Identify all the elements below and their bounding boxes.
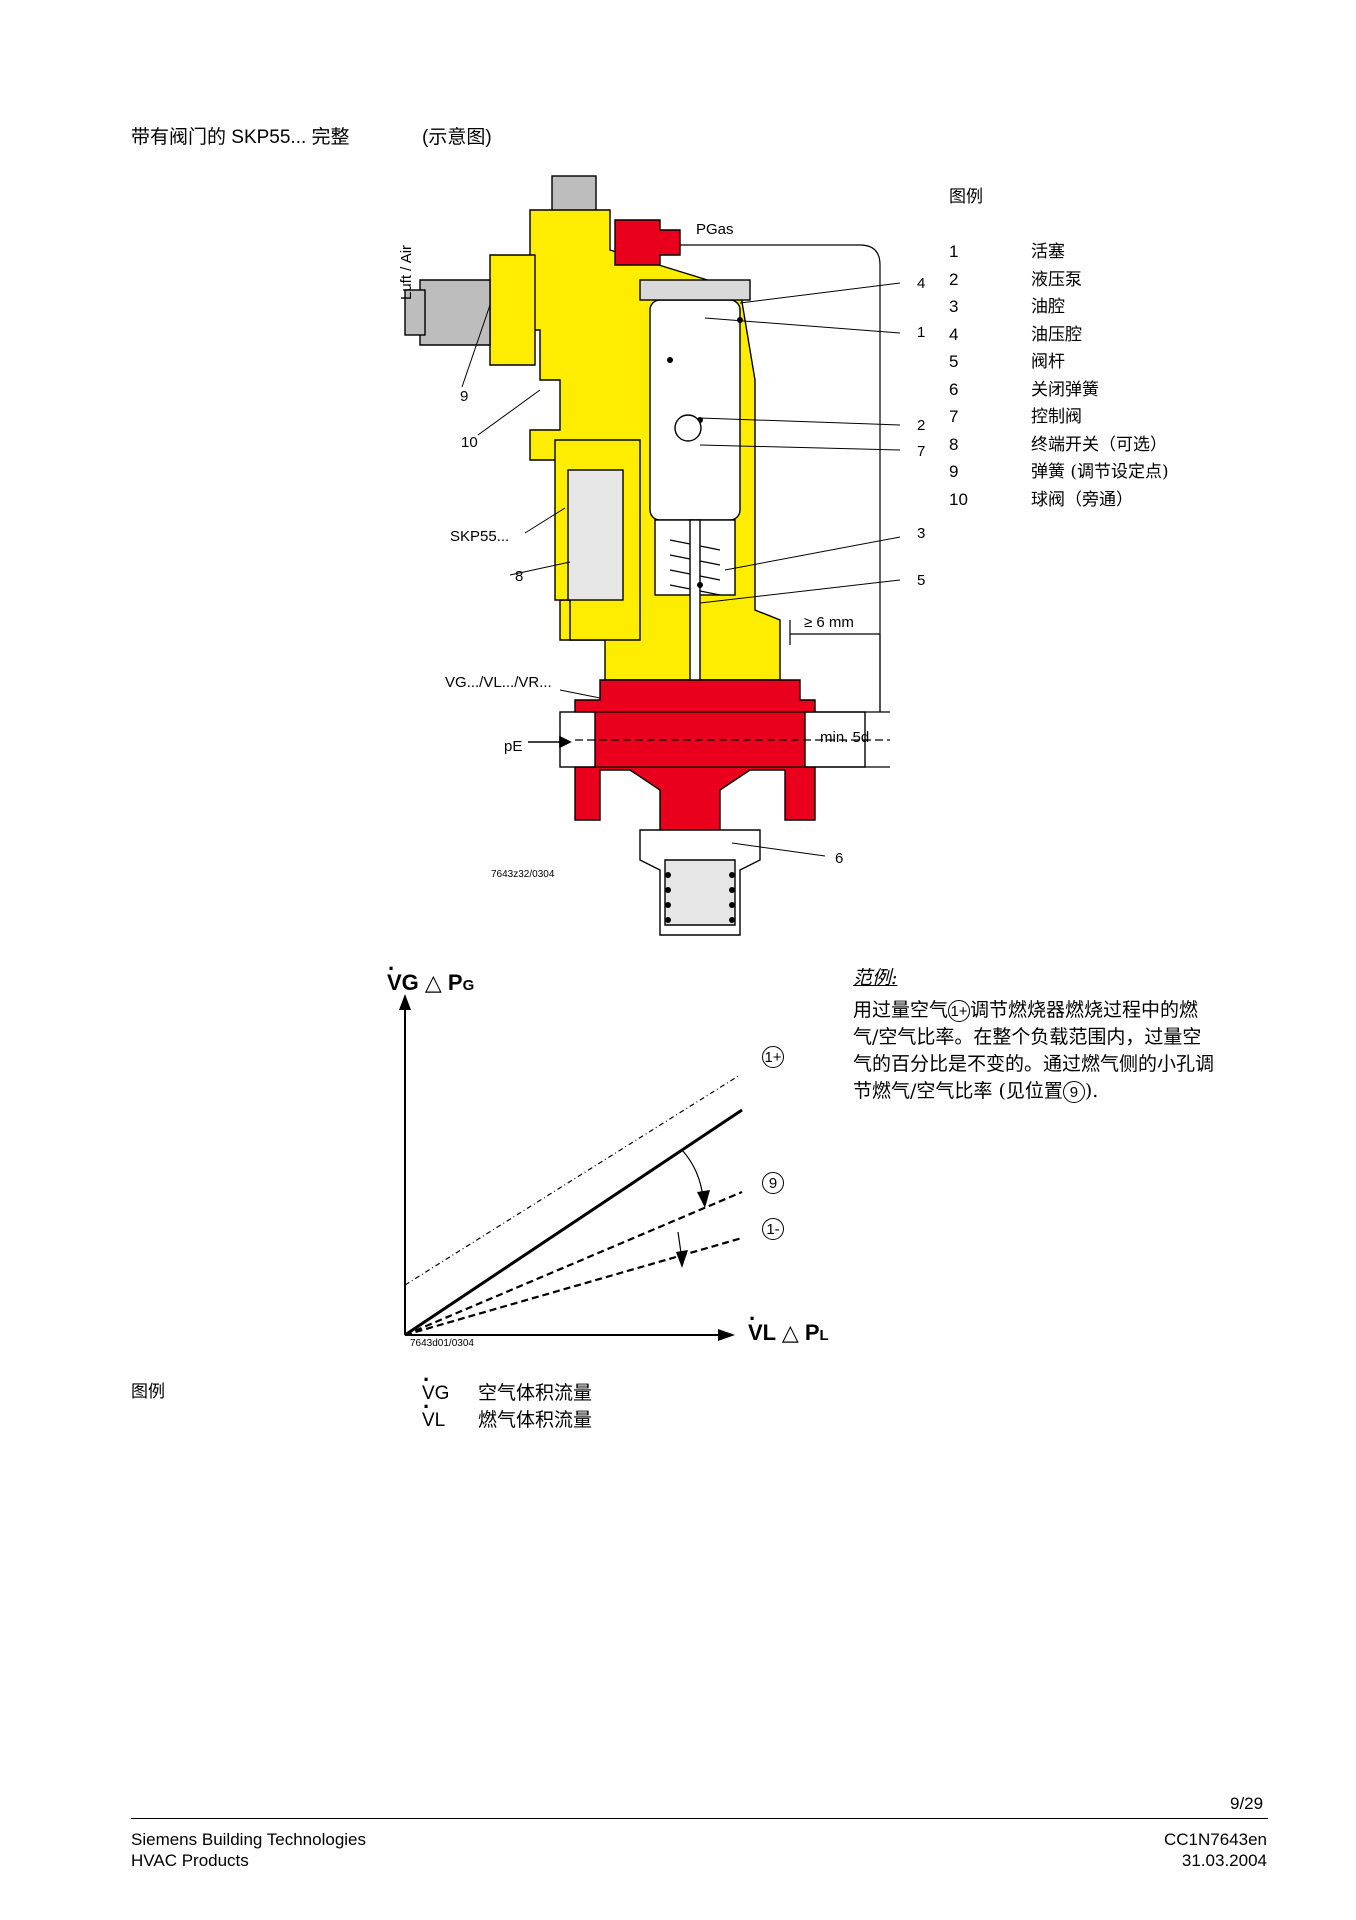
ratio-graph	[399, 994, 743, 1341]
legend-title: 图例	[949, 187, 983, 207]
page-number: 9/29	[1230, 1794, 1264, 1813]
callout-7: 7	[917, 443, 926, 460]
callout-3: 3	[917, 525, 926, 542]
callout-9: 9	[460, 388, 469, 405]
footer-company: Siemens Building Technologies	[131, 1830, 367, 1849]
footer-division: HVAC Products	[131, 1851, 249, 1870]
x-axis-label: VL △ PL	[748, 1306, 829, 1346]
curve-label-9: 9	[762, 1172, 784, 1194]
footer-left: Siemens Building Technologies HVAC Produ…	[131, 1829, 366, 1871]
callout-5: 5	[917, 572, 926, 589]
inline-circle-1plus: 1+	[948, 1000, 971, 1022]
callout-4: 4	[917, 275, 926, 292]
pe-label: pE	[504, 738, 523, 755]
callout-10: 10	[461, 434, 478, 451]
min-5d-label: min. 5d	[820, 729, 870, 746]
inline-circle-9: 9	[1062, 1081, 1085, 1103]
pgas-label: PGas	[696, 221, 734, 238]
footer-doc-id: CC1N7643en	[1163, 1830, 1267, 1849]
footer-date: 31.03.2004	[1181, 1851, 1267, 1870]
drawing-code: 7643z32/0304	[491, 869, 555, 880]
skp55-label: SKP55...	[450, 528, 510, 545]
valve-series-label: VG.../VL.../VR...	[445, 674, 552, 691]
footer-right: CC1N7643en 31.03.2004	[1164, 1829, 1267, 1871]
callout-6: 6	[835, 850, 844, 867]
callout-8: 8	[515, 568, 524, 585]
curve-label-1plus: 1+	[762, 1046, 784, 1068]
example-heading: 范例:	[853, 967, 898, 989]
min-distance-label: ≥ 6 mm	[804, 614, 854, 631]
callout-1: 1	[917, 324, 926, 341]
luft-air-label: Luft / Air	[398, 244, 415, 300]
section-title: 带有阀门的 SKP55... 完整	[131, 127, 350, 148]
graph-code: 7643d01/0304	[410, 1338, 474, 1349]
valve-cross-section-drawing	[404, 175, 901, 936]
schematic-caption: (示意图)	[422, 127, 492, 148]
y-axis-label: VG △ PG	[387, 956, 474, 996]
curve-label-1minus: 1-	[762, 1218, 784, 1240]
bottom-legend-title: 图例	[131, 1382, 165, 1402]
footer-divider	[131, 1818, 1268, 1819]
callout-2: 2	[917, 417, 926, 434]
